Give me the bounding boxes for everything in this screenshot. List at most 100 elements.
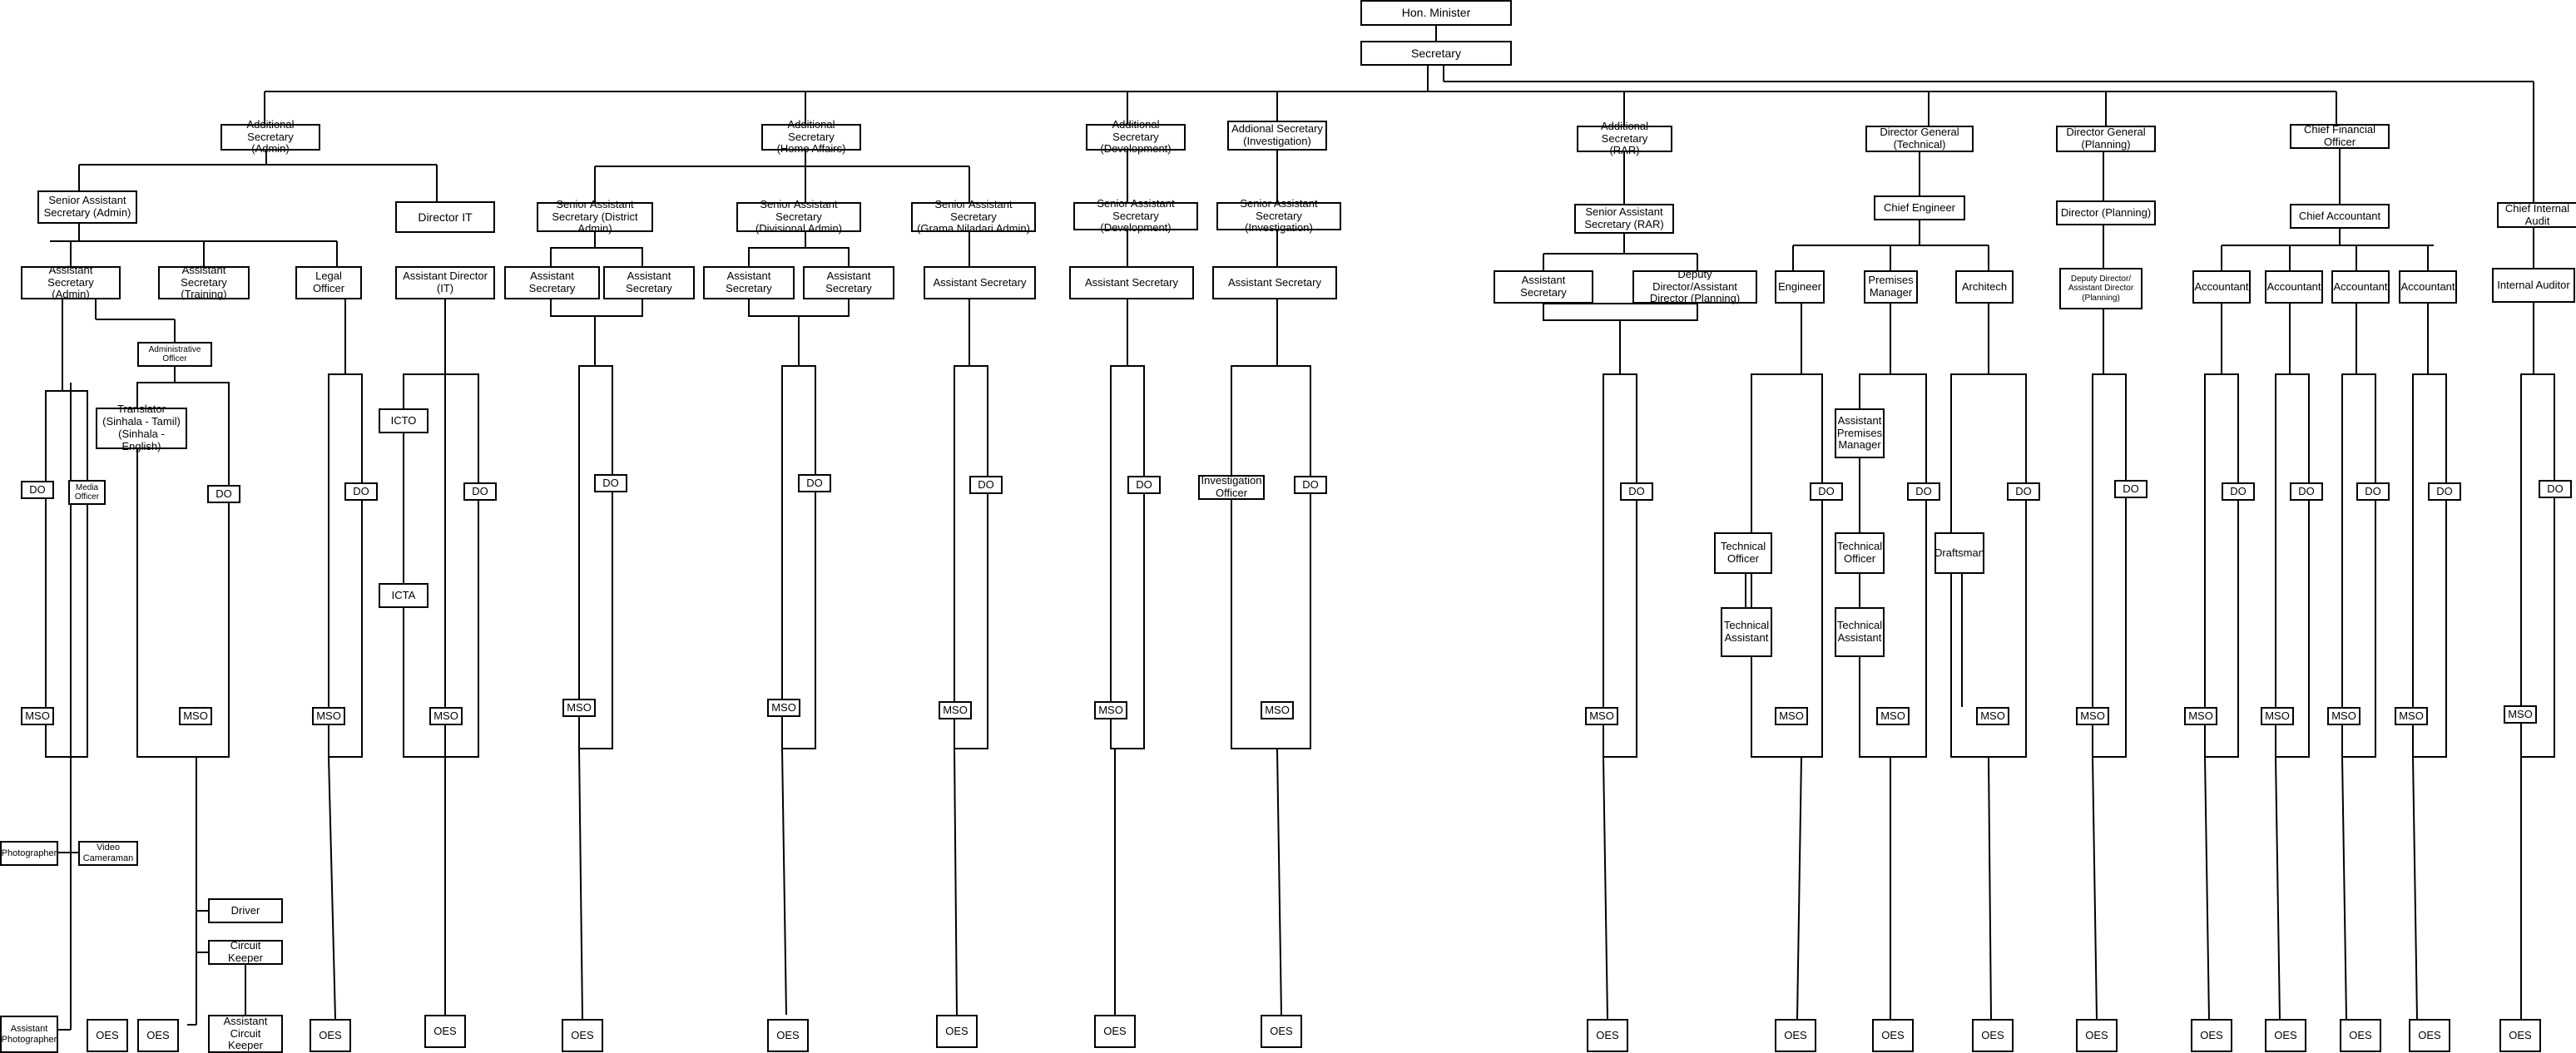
accountant-2-box: Accountant — [2265, 270, 2323, 304]
mso-box-13: MSO — [1976, 707, 2009, 725]
chief-accountant-box: Chief Accountant — [2290, 204, 2390, 229]
asst-sec-training-box: Assistant Secretary (Training) — [158, 264, 250, 300]
do-box-12: DO — [1907, 482, 1940, 501]
chief-engineer-box: Chief Engineer — [1874, 195, 1965, 220]
span-bracket-120 — [2275, 373, 2310, 758]
do-box-13: DO — [2007, 482, 2040, 501]
mso-box-18: MSO — [2395, 707, 2428, 725]
connector-line-92 — [1796, 756, 1802, 1020]
mso-box-16: MSO — [2261, 707, 2294, 725]
do-box-14: DO — [2114, 480, 2147, 498]
do-box-9: DO — [1294, 476, 1327, 494]
mso-box-3: MSO — [312, 707, 345, 725]
icta-box: ICTA — [379, 583, 429, 608]
connector-line-127 — [2412, 756, 2418, 1020]
architech-box: Architech — [1955, 270, 2014, 304]
mso-box-14: MSO — [2076, 707, 2109, 725]
connector-line-108 — [2092, 756, 2098, 1020]
oes-box-18: OES — [2409, 1019, 2450, 1052]
connector-line-55 — [578, 748, 583, 1020]
icto-box: ICTO — [379, 408, 429, 433]
span-bracket-73 — [1231, 365, 1311, 749]
mso-box-11: MSO — [1775, 707, 1808, 725]
asst-sec-dist-2-box: Assistant Secretary — [603, 266, 695, 299]
do-box-7: DO — [969, 476, 1003, 494]
administrative-officer-box: Administrative Officer — [137, 342, 212, 367]
asst-sec-div-2-box: Assistant Secretary — [803, 266, 894, 299]
sas-divisional-admin-box: Senior Assistant Secretary (Divisional A… — [736, 198, 861, 235]
video-cameraman-box: Video Cameraman — [78, 841, 138, 866]
span-bracket-123 — [2341, 373, 2376, 758]
asst-sec-div-1-box: Assistant Secretary — [703, 266, 795, 299]
accountant-3-box: Accountant — [2331, 270, 2390, 304]
mso-box-12: MSO — [1876, 707, 1910, 725]
oes-box-15: OES — [2191, 1019, 2232, 1052]
do-box-11: DO — [1810, 482, 1843, 501]
technical-officer-1-box: Technical Officer — [1714, 532, 1772, 574]
oes-box-12: OES — [1872, 1019, 1914, 1052]
sas-admin-box: Senior Assistant Secretary (Admin) — [37, 190, 137, 224]
span-bracket-80 — [1543, 303, 1698, 321]
asst-circuit-keeper-box: Assistant Circuit Keeper — [208, 1015, 283, 1053]
do-box-17: DO — [2356, 482, 2390, 501]
mso-box-9: MSO — [1261, 701, 1294, 719]
oes-box-14: OES — [2076, 1019, 2118, 1052]
oes-box-16: OES — [2265, 1019, 2306, 1052]
accountant-1-box: Accountant — [2192, 270, 2251, 304]
mso-box-4: MSO — [429, 707, 463, 725]
do-box-8: DO — [1127, 476, 1161, 494]
sas-development-box: Senior Assistant Secretary (Development) — [1073, 197, 1198, 234]
oes-box-5: OES — [562, 1019, 603, 1052]
span-bracket-126 — [2412, 373, 2447, 758]
connector-line-74 — [1276, 748, 1282, 1016]
director-planning-box: Director (Planning) — [2056, 200, 2156, 225]
internal-auditor-box: Internal Auditor — [2492, 268, 2575, 303]
engineer-box: Engineer — [1775, 270, 1825, 304]
circuit-keeper-box: Circuit Keeper — [208, 939, 283, 965]
technical-officer-2-box: Technical Officer — [1835, 532, 1885, 574]
do-box-6: DO — [798, 474, 831, 492]
do-box-16: DO — [2290, 482, 2323, 501]
span-bracket-54 — [578, 365, 613, 749]
mso-box-8: MSO — [1094, 701, 1127, 719]
secretary-box: Secretary — [1360, 41, 1512, 66]
technical-assistant-1-box: Technical Assistant — [1721, 607, 1772, 657]
mso-box-7: MSO — [939, 701, 972, 719]
span-bracket-59 — [781, 365, 816, 749]
connector-line-124 — [2341, 756, 2347, 1020]
sas-district-admin-box: Senior Assistant Secretary (District Adm… — [537, 198, 653, 235]
hon-minister-box: Hon. Minister — [1360, 0, 1512, 26]
oes-box-13: OES — [1972, 1019, 2014, 1052]
dd-planning-box: Deputy Director/ Assistant Director (Pla… — [2059, 268, 2143, 309]
as-investigation-box: Addional Secretary (Investigation) — [1227, 121, 1327, 151]
span-bracket-68 — [1110, 365, 1145, 749]
chief-internal-audit-box: Chief Internal Audit — [2497, 202, 2576, 228]
do-box-19: DO — [2539, 480, 2572, 498]
span-bracket-107 — [2092, 373, 2127, 758]
media-officer-box: Media Officer — [68, 480, 106, 505]
span-bracket-82 — [1603, 373, 1637, 758]
oes-box-11: OES — [1775, 1019, 1816, 1052]
investigation-officer-box: Investigation Officer — [1198, 474, 1265, 500]
do-box-3: DO — [344, 482, 378, 501]
span-bracket-63 — [954, 365, 988, 749]
sas-investigation-box: Senior Assistant Secretary (Investigatio… — [1216, 197, 1341, 234]
translator-box: Translator (Sinhala - Tamil) (Sinhala - … — [96, 403, 187, 452]
asst-director-it-box: Assistant Director (IT) — [395, 266, 495, 299]
as-development-box: Additional Secretary (Development) — [1086, 118, 1186, 155]
driver-box: Driver — [208, 898, 283, 923]
connector-line-102 — [1988, 756, 1992, 1020]
sas-rar-box: Senior Assistant Secretary (RAR) — [1574, 204, 1674, 234]
oes-box-9: OES — [1261, 1015, 1302, 1048]
asst-sec-inv-box: Assistant Secretary — [1212, 266, 1337, 299]
span-bracket-29 — [136, 382, 230, 758]
do-box-10: DO — [1620, 482, 1653, 501]
photographer-box: Photographer — [0, 841, 58, 866]
asst-sec-gn-box: Assistant Secretary — [924, 266, 1036, 299]
cfo-box: Chief Financial Officer — [2290, 123, 2390, 149]
asst-photographer-box: Assistant Photographer — [0, 1016, 58, 1053]
legal-officer-box: Legal Officer — [295, 266, 362, 299]
dg-planning-box: Director General (Planning) — [2056, 126, 2156, 152]
